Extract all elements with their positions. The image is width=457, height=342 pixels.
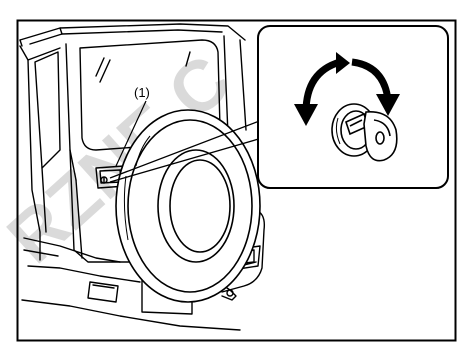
spare-tire — [116, 110, 260, 302]
callout-label: (1) — [134, 85, 150, 100]
inset-panel — [258, 26, 448, 188]
